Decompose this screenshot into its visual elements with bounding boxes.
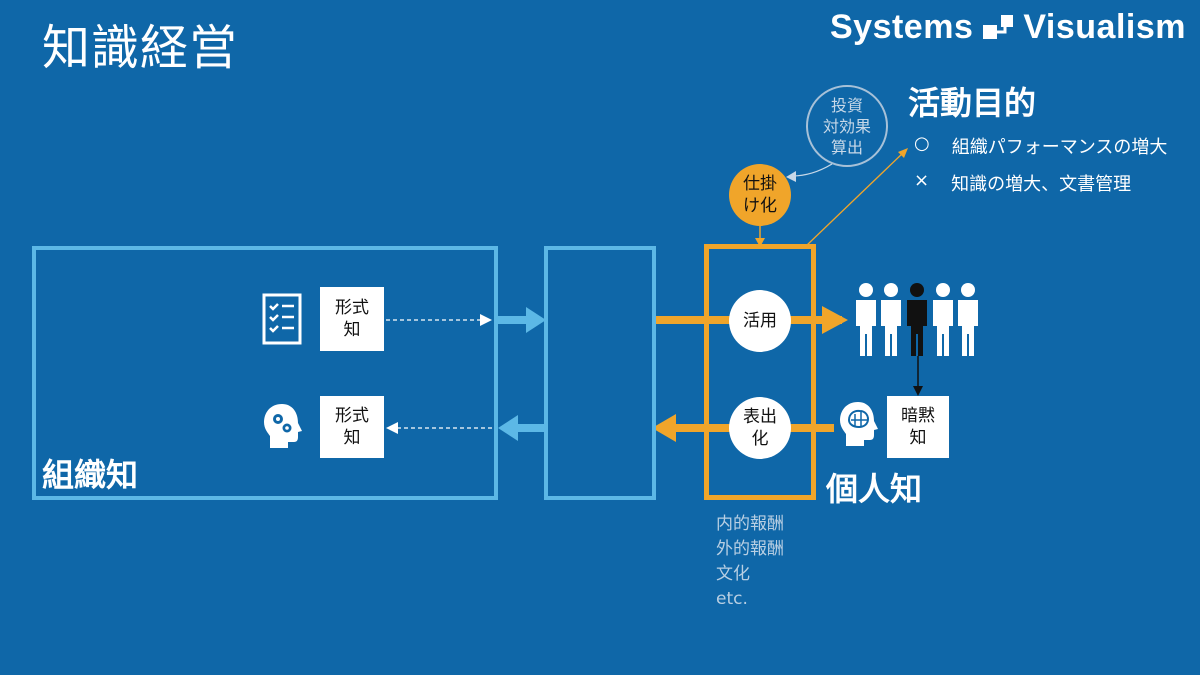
express-circle: 表出 化 [729, 397, 791, 459]
express-arrowhead [652, 414, 676, 442]
explicit-knowledge-card-bottom: 形式 知 [320, 396, 384, 458]
incentive-item: etc. [716, 589, 748, 609]
goal-text: 組織パフォーマンスの増大 [951, 137, 1168, 158]
person-arrowhead [913, 386, 923, 396]
utilize-circle: 活用 [729, 290, 791, 352]
checklist-icon [262, 293, 302, 345]
brand-left: Systems [829, 8, 974, 46]
roi-circle: 投資 対効果 算出 [806, 85, 888, 167]
mechanism-box [704, 244, 816, 500]
roi-arrow [791, 163, 833, 177]
goal-arrowhead [898, 148, 908, 158]
people-group-icon [856, 283, 978, 356]
dashed-arrowhead-top [480, 314, 492, 326]
goals-title: 活動目的 [908, 84, 1037, 122]
mechanize-circle: 仕掛 け化 [729, 164, 791, 226]
incentive-item: 内的報酬 [716, 514, 784, 534]
personal-knowledge-label: 個人知 [826, 470, 923, 508]
blue-arrowhead-right [526, 307, 546, 333]
utilize-arrowhead [822, 306, 848, 334]
org-knowledge-box [32, 246, 498, 500]
tacit-knowledge-card: 暗黙 知 [887, 396, 949, 458]
goal-item-negative: × 知識の増大、文書管理 [914, 170, 1131, 196]
roi-arrowhead [786, 171, 796, 182]
dashed-arrowhead-bottom [386, 422, 398, 434]
middle-box [544, 246, 656, 500]
goal-mark: × [914, 170, 930, 191]
incentive-item: 外的報酬 [716, 539, 784, 559]
org-knowledge-label: 組織知 [42, 456, 139, 494]
incentive-item: 文化 [716, 564, 750, 584]
page-title: 知識経営 [42, 20, 239, 76]
head-gears-icon [264, 404, 302, 448]
brand-logo: Systems Visualism [830, 8, 1186, 47]
mechanize-arrowhead [755, 238, 765, 247]
goal-arrow [805, 151, 905, 247]
explicit-knowledge-card-top: 形式 知 [320, 287, 384, 351]
brain-head-icon [840, 402, 878, 446]
goal-item-positive: ○ 組織パフォーマンスの増大 [914, 133, 1167, 159]
brand-right: Visualism [1023, 8, 1186, 46]
blue-arrowhead-left [498, 415, 518, 441]
goal-text: 知識の増大、文書管理 [951, 174, 1132, 195]
brand-icon [983, 14, 1014, 39]
incentives-list: 内的報酬 外的報酬 文化 etc. [716, 512, 784, 612]
goal-mark: ○ [914, 133, 930, 154]
